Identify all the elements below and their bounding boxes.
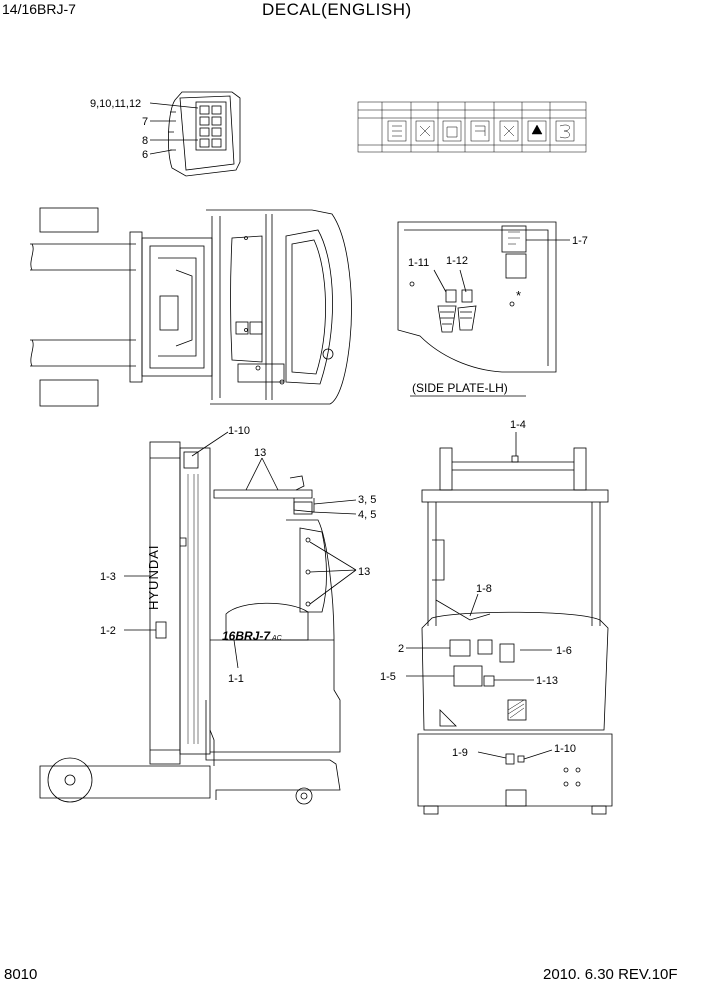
label-6: 6 xyxy=(142,149,148,161)
label-1-13: 1-13 xyxy=(536,675,558,687)
page-title: DECAL(ENGLISH) xyxy=(262,0,412,19)
label-1-8: 1-8 xyxy=(476,583,492,595)
label-3-5: 3, 5 xyxy=(358,494,376,506)
revision-date: 2010. 6.30 REV.10F xyxy=(543,966,678,983)
label-1-7: 1-7 xyxy=(572,235,588,247)
label-1-10-rear: 1-10 xyxy=(554,743,576,755)
rear-view: 1-4 1-8 2 1-6 1-5 1-13 1-9 1-10 xyxy=(380,419,613,815)
label-1-12: 1-12 xyxy=(446,255,468,267)
label-13-side: 13 xyxy=(358,566,370,578)
model-side-decal-suffix: AC xyxy=(271,635,283,642)
model-code: 14/16BRJ-7 xyxy=(2,1,76,17)
label-1-1: 1-1 xyxy=(228,673,244,685)
label-2: 2 xyxy=(398,643,404,655)
model-side-decal: 16BRJ-7 xyxy=(222,629,271,643)
label-1-9: 1-9 xyxy=(452,747,468,759)
label-1-5: 1-5 xyxy=(380,671,396,683)
label-1-3: 1-3 xyxy=(100,571,116,583)
control-handle-detail: 9,10,11,12 7 8 6 xyxy=(90,91,241,177)
side-plate-lh: 1-7 1-11 1-12 * (SIDE PLATE-LH) xyxy=(397,221,588,397)
side-view: HYUNDAI 16BRJ-7 AC 1-10 13 3, 5 4, 5 13 … xyxy=(39,425,376,805)
label-7: 7 xyxy=(142,116,148,128)
decal-table xyxy=(357,101,587,153)
label-asterisk: * xyxy=(516,288,521,303)
page-number: 8010 xyxy=(4,966,38,983)
side-plate-caption: (SIDE PLATE-LH) xyxy=(412,381,508,395)
label-1-6: 1-6 xyxy=(556,645,572,657)
label-1-2: 1-2 xyxy=(100,625,116,637)
label-13-top: 13 xyxy=(254,447,266,459)
plan-view xyxy=(30,207,352,407)
label-1-11: 1-11 xyxy=(408,257,429,269)
label-4-5: 4, 5 xyxy=(358,509,376,521)
label-9-10-11-12: 9,10,11,12 xyxy=(90,98,141,110)
label-8: 8 xyxy=(142,135,148,147)
hyundai-mast-decal: HYUNDAI xyxy=(146,544,161,610)
label-1-10-side: 1-10 xyxy=(228,425,250,437)
label-1-4: 1-4 xyxy=(510,419,526,431)
